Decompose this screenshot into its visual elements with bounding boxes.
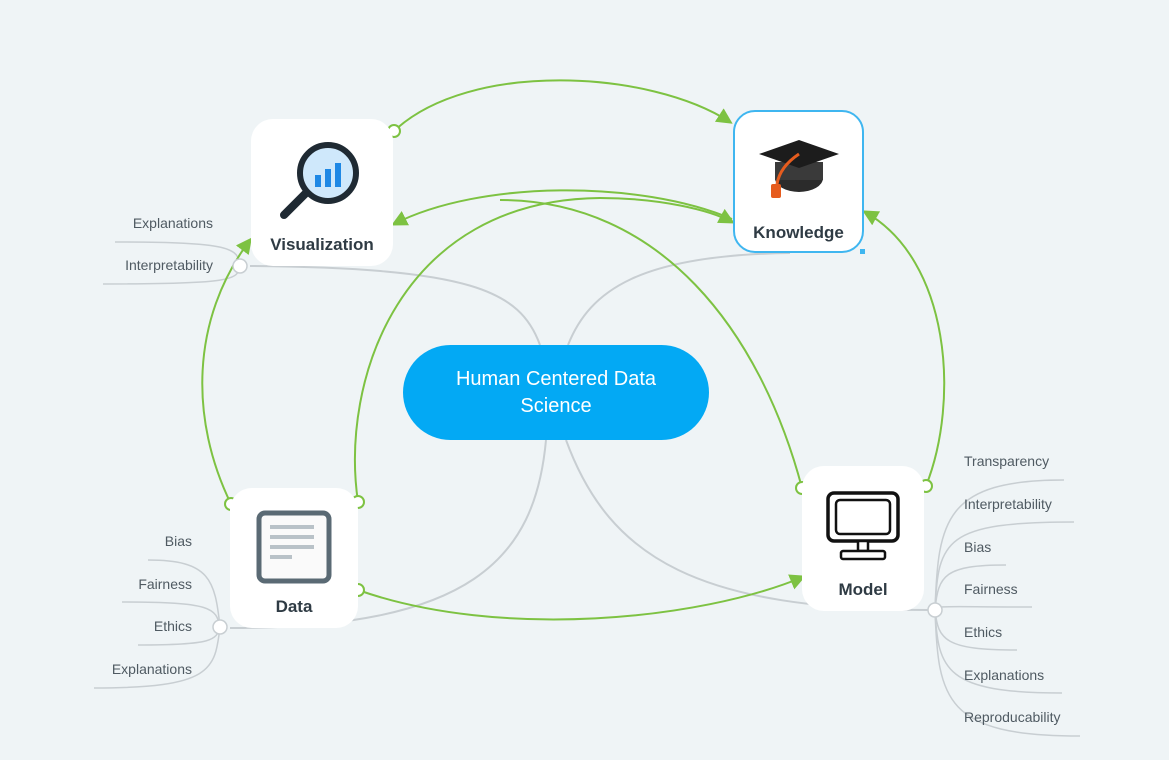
document-icon [230, 510, 358, 584]
branch-line-model-2 [934, 521, 1075, 611]
relationship-knowledge-visualization [391, 189, 733, 226]
relationship-data-visualization [201, 237, 252, 505]
selection-resize-handle[interactable] [860, 249, 865, 254]
branch-line-model-3 [934, 564, 1007, 611]
branch-line-data-1 [147, 559, 221, 628]
collapse-handle-data [212, 619, 228, 635]
topic-label: Visualization [270, 235, 374, 254]
subtopic-model-interpretability[interactable]: Interpretability [964, 496, 1052, 512]
topic-visualization[interactable]: Visualization [251, 119, 393, 266]
branch-line-model-1 [934, 479, 1065, 611]
relationship-visualization-knowledge [393, 79, 733, 132]
monitor-icon [802, 490, 924, 566]
subtopic-model-reproducability[interactable]: Reproducability [964, 709, 1061, 725]
topic-model[interactable]: Model [802, 466, 924, 611]
subtopic-visualization-interpretability[interactable]: Interpretability [125, 257, 213, 273]
magnifier-chart-icon [251, 141, 393, 221]
connector-central-knowledge [567, 252, 791, 346]
topic-label: Data [275, 597, 313, 616]
relationship-data-model [357, 574, 806, 621]
subtopic-visualization-explanations[interactable]: Explanations [132, 215, 213, 231]
branch-line-model-4 [934, 605, 1033, 611]
subtopic-model-fairness[interactable]: Fairness [964, 581, 1018, 597]
branch-line-data-4 [93, 626, 221, 689]
subtopic-model-ethics[interactable]: Ethics [964, 624, 1003, 640]
topic-data[interactable]: Data [230, 488, 358, 628]
subtopic-model-transparency[interactable]: Transparency [964, 453, 1050, 469]
subtopic-data-explanations[interactable]: Explanations [111, 661, 192, 677]
connector-central-visualization [249, 265, 541, 346]
branch-line-model-7 [934, 609, 1081, 737]
central-topic-label: Human Centered Data Science [455, 367, 657, 417]
subtopic-data-bias[interactable]: Bias [164, 533, 192, 549]
graduation-cap-icon [735, 132, 862, 208]
subtopic-model-explanations[interactable]: Explanations [964, 667, 1045, 683]
relationship-model-visualization [499, 199, 803, 489]
relationship-data-knowledge [354, 196, 735, 503]
collapse-handle-model [927, 602, 943, 618]
topic-label: Model [838, 580, 888, 599]
topic-knowledge[interactable]: Knowledge [733, 110, 865, 254]
topic-label: Knowledge [753, 223, 844, 242]
subtopic-data-fairness[interactable]: Fairness [138, 576, 192, 592]
collapse-handle-visualization [232, 258, 248, 274]
subtopic-data-ethics[interactable]: Ethics [153, 618, 192, 634]
central-topic[interactable]: Human Centered Data Science [403, 345, 709, 440]
subtopic-model-bias[interactable]: Bias [964, 539, 992, 555]
relationship-model-knowledge [862, 210, 946, 487]
